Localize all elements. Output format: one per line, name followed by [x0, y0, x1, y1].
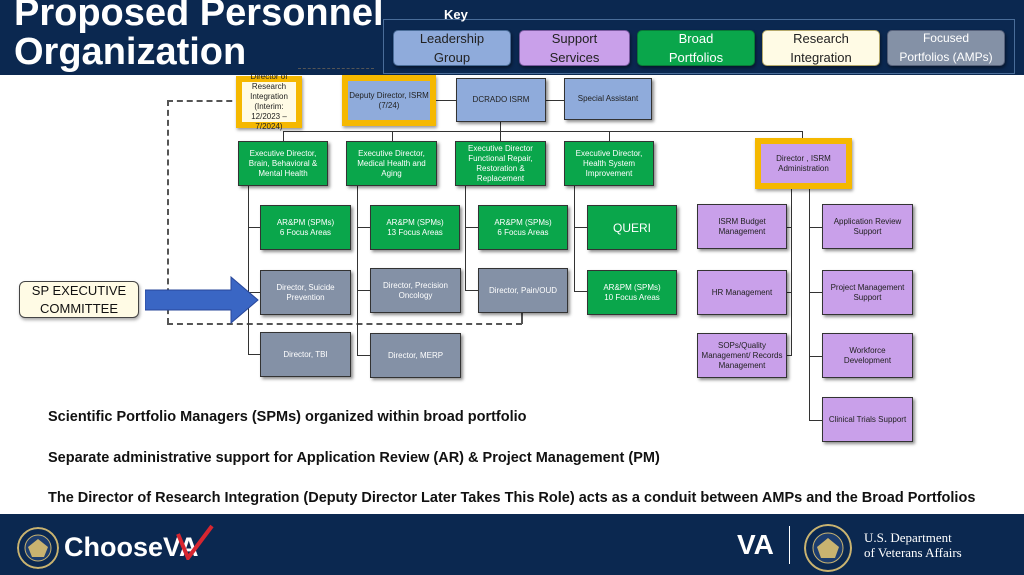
choose-va-text: Choose — [64, 532, 164, 562]
page-title: Proposed Personnel Organization — [14, 0, 384, 73]
exec-director-functional: Executive Director Functional Repair, Re… — [455, 141, 546, 186]
connector — [787, 355, 792, 356]
connector — [791, 186, 792, 356]
connector — [357, 186, 358, 356]
va-department-seal-icon — [804, 524, 852, 572]
special-assistant-box: Special Assistant — [564, 78, 652, 120]
amp-tbi: Director, TBI — [260, 332, 351, 377]
note-spms: Scientific Portfolio Managers (SPMs) org… — [48, 409, 527, 425]
connector — [787, 227, 792, 228]
connector — [248, 292, 260, 293]
key-leadership-group: Leadership Group — [393, 30, 511, 66]
connector — [574, 186, 575, 292]
exec-director-medical: Executive Director, Medical Health and A… — [346, 141, 437, 186]
queri-box: QUERI — [587, 205, 677, 250]
arpm-health-system: AR&PM (SPMs) 10 Focus Areas — [587, 270, 677, 315]
dashed-link-right — [521, 312, 523, 324]
arpm-medical: AR&PM (SPMs) 13 Focus Areas — [370, 205, 460, 250]
deputy-director-label: Deputy Director, ISRM (7/24) — [348, 81, 430, 120]
director-research-integration: Director of Research Integration (Interi… — [236, 72, 302, 131]
support-application-review: Application Review Support — [822, 204, 913, 249]
support-project-management: Project Management Support — [822, 270, 913, 315]
note-admin-support: Separate administrative support for Appl… — [48, 450, 660, 466]
key-frame — [383, 19, 1015, 74]
amp-precision-oncology: Director, Precision Oncology — [370, 268, 461, 313]
director-research-integration-label: Director of Research Integration (Interi… — [242, 72, 296, 131]
key-label: Key — [444, 7, 468, 22]
dept-line-2: of Veterans Affairs — [864, 545, 962, 560]
key-research-integration: Research Integration — [762, 30, 880, 66]
amp-suicide-prevention: Director, Suicide Prevention — [260, 270, 351, 315]
connector — [545, 100, 565, 101]
support-sops: SOPs/Quality Management/ Records Managem… — [697, 333, 787, 378]
support-clinical-trials: Clinical Trials Support — [822, 397, 913, 442]
connector — [283, 131, 284, 141]
deputy-director: Deputy Director, ISRM (7/24) — [342, 75, 436, 126]
dept-name: U.S. Department of Veterans Affairs — [864, 530, 962, 560]
connector — [357, 290, 370, 291]
dashed-link-bottom — [167, 323, 522, 325]
connector — [609, 131, 610, 141]
va-seal-icon — [17, 527, 59, 569]
key-broad-portfolios: Broad Portfolios — [637, 30, 755, 66]
connector — [809, 356, 822, 357]
choose-va-check-icon — [176, 524, 214, 560]
va-mark: VA — [737, 529, 774, 560]
support-hr: HR Management — [697, 270, 787, 315]
choose-va-logo: ChooseVA — [64, 530, 199, 564]
connector — [574, 291, 587, 292]
connector — [248, 354, 260, 355]
connector — [392, 131, 393, 141]
arpm-brain: AR&PM (SPMs) 6 Focus Areas — [260, 205, 351, 250]
footer-divider — [789, 526, 790, 564]
dashed-link-dri — [298, 68, 374, 69]
note-director-role: The Director of Research Integration (De… — [48, 490, 976, 506]
connector — [809, 420, 822, 421]
dashed-link-left — [167, 100, 169, 324]
support-budget: ISRM Budget Management — [697, 204, 787, 249]
connector — [809, 292, 822, 293]
arpm-functional: AR&PM (SPMs) 6 Focus Areas — [478, 205, 568, 250]
connector — [248, 186, 249, 355]
sp-executive-committee: SP EXECUTIVE COMMITTEE — [19, 281, 139, 318]
dashed-link-top — [167, 100, 252, 102]
connector — [802, 131, 803, 141]
footer-band — [0, 514, 1024, 575]
key-focused-portfolios: Focused Portfolios (AMPs) — [887, 30, 1005, 66]
connector — [500, 131, 501, 141]
connector — [433, 100, 457, 101]
connector — [357, 355, 370, 356]
connector — [787, 292, 792, 293]
arrow-icon — [145, 276, 259, 324]
connector — [248, 227, 260, 228]
connector — [357, 227, 370, 228]
amp-merp: Director, MERP — [370, 333, 461, 378]
amp-pain-oud: Director, Pain/OUD — [478, 268, 568, 313]
connector — [465, 186, 466, 291]
exec-director-brain: Executive Director, Brain, Behavioral & … — [238, 141, 328, 186]
director-isrm-admin: Director , ISRM Administration — [755, 138, 852, 189]
connector — [574, 227, 587, 228]
dept-line-1: U.S. Department — [864, 530, 952, 545]
connector — [283, 131, 803, 132]
connector — [500, 121, 501, 131]
key-support-services: Support Services — [519, 30, 630, 66]
dcrado-box: DCRADO ISRM — [456, 78, 546, 122]
connector — [809, 227, 822, 228]
connector — [465, 290, 478, 291]
connector — [809, 186, 810, 420]
exec-director-health-system: Executive Director, Health System Improv… — [564, 141, 654, 186]
director-isrm-admin-label: Director , ISRM Administration — [761, 144, 846, 183]
connector — [465, 227, 478, 228]
support-workforce: Workforce Development — [822, 333, 913, 378]
